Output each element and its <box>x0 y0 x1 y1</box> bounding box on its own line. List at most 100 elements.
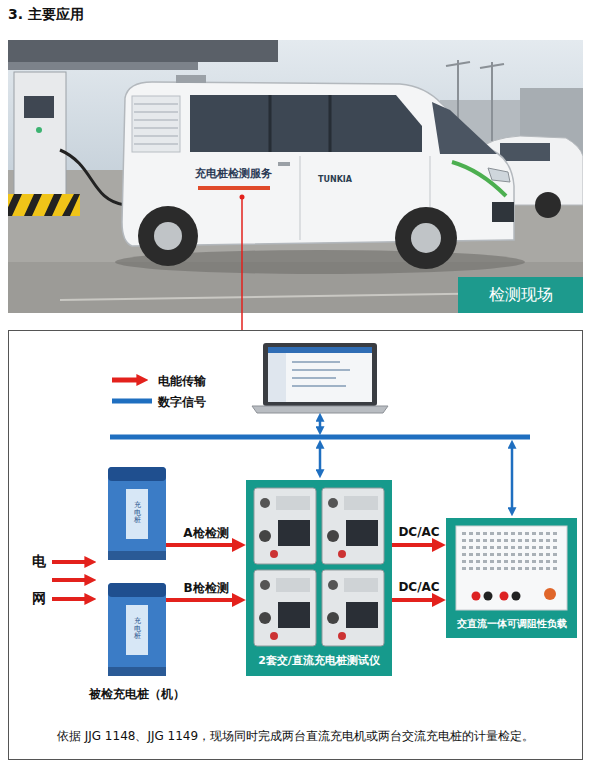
laptop <box>252 343 388 413</box>
tester-art <box>327 612 339 624</box>
tester-art <box>338 550 346 558</box>
site-photo <box>138 206 198 266</box>
tester-art <box>260 580 270 590</box>
kiosk-art <box>108 467 166 481</box>
edge-label: A枪检测 <box>183 525 228 542</box>
load-art <box>497 532 501 535</box>
node-text: 依据 JJG 1148、JJG 1149，现场同时完成两台直流充电机或两台交流充… <box>57 728 534 745</box>
laptop <box>292 362 350 386</box>
load-art <box>483 532 487 535</box>
load-art <box>539 567 543 570</box>
power-arrow <box>392 543 436 547</box>
site-photo <box>36 127 42 133</box>
load-art <box>483 553 487 556</box>
tester-art <box>322 488 384 564</box>
site-photo <box>24 96 54 118</box>
tester-art <box>278 602 310 628</box>
load-art <box>525 539 529 542</box>
tester-art <box>278 520 310 546</box>
load-art <box>504 546 508 549</box>
load-art <box>476 539 480 542</box>
load-art <box>525 546 529 549</box>
site-photo <box>535 192 561 218</box>
site-photo <box>488 168 510 182</box>
load-art <box>532 546 536 549</box>
load-art <box>539 553 543 556</box>
site-photo <box>411 223 441 253</box>
title: 3. 主要应用 <box>8 6 84 24</box>
site-photo <box>8 40 278 62</box>
load-art <box>504 553 508 556</box>
load-art <box>511 539 515 542</box>
load-art <box>511 560 515 563</box>
grid-arrows <box>52 562 88 599</box>
load-art <box>476 532 480 535</box>
tester-art <box>338 632 346 640</box>
load-art <box>525 532 529 535</box>
load-art <box>553 560 557 563</box>
node-text: 充电桩 <box>134 618 141 641</box>
load-art <box>518 567 522 570</box>
tester-art <box>270 550 278 558</box>
tester-art <box>259 530 271 542</box>
load-art <box>500 592 509 601</box>
laptop <box>268 353 286 402</box>
laptop <box>268 347 372 402</box>
tester-art <box>276 496 310 510</box>
load-art <box>546 560 550 563</box>
site-photo <box>446 62 470 66</box>
kiosk-art <box>126 605 148 655</box>
site-photo <box>14 72 66 212</box>
load-art <box>469 532 473 535</box>
load-art <box>553 546 557 549</box>
site-photo <box>134 104 178 144</box>
site-photo <box>432 102 497 154</box>
load-art <box>462 553 466 556</box>
load-art <box>504 539 508 542</box>
load-art <box>469 553 473 556</box>
load-art <box>490 567 494 570</box>
site-photo <box>176 75 206 83</box>
load-art <box>511 553 515 556</box>
grid-label: 网 <box>32 590 46 608</box>
grid-arrows <box>52 597 88 601</box>
load-art <box>511 567 515 570</box>
power-arrow <box>392 598 436 602</box>
load-art <box>539 539 543 542</box>
leader-line <box>241 197 243 330</box>
load-art <box>497 560 501 563</box>
load-art <box>525 567 529 570</box>
load-art <box>462 560 466 563</box>
tester-art <box>254 488 316 564</box>
site-photo <box>480 64 504 68</box>
load-art <box>511 532 515 535</box>
load-art <box>497 553 501 556</box>
load-art <box>490 560 494 563</box>
legend-samples <box>112 380 152 401</box>
site-photo <box>492 202 514 222</box>
load-art <box>546 546 550 549</box>
brand-logo: TUNKIA <box>318 175 352 184</box>
tester-art <box>259 612 271 624</box>
load-art <box>483 560 487 563</box>
node-text: 交直流一体可调阻性负载 <box>457 617 567 631</box>
load-art <box>546 532 550 535</box>
load-art <box>490 532 494 535</box>
tester-art <box>246 480 392 676</box>
load-art <box>504 567 508 570</box>
load-art <box>539 546 543 549</box>
load-art <box>497 539 501 542</box>
load-art <box>525 553 529 556</box>
load-art <box>546 539 550 542</box>
group-label: 被检充电桩（机） <box>89 686 185 703</box>
load-art <box>544 588 556 600</box>
power-arrow <box>166 543 236 547</box>
node-text: 充电桩 <box>134 502 141 525</box>
load-art <box>476 553 480 556</box>
load-art <box>511 546 515 549</box>
site-photo <box>8 194 80 216</box>
tester-art <box>322 570 384 646</box>
site-photo <box>8 40 583 313</box>
tester-art <box>328 498 338 508</box>
